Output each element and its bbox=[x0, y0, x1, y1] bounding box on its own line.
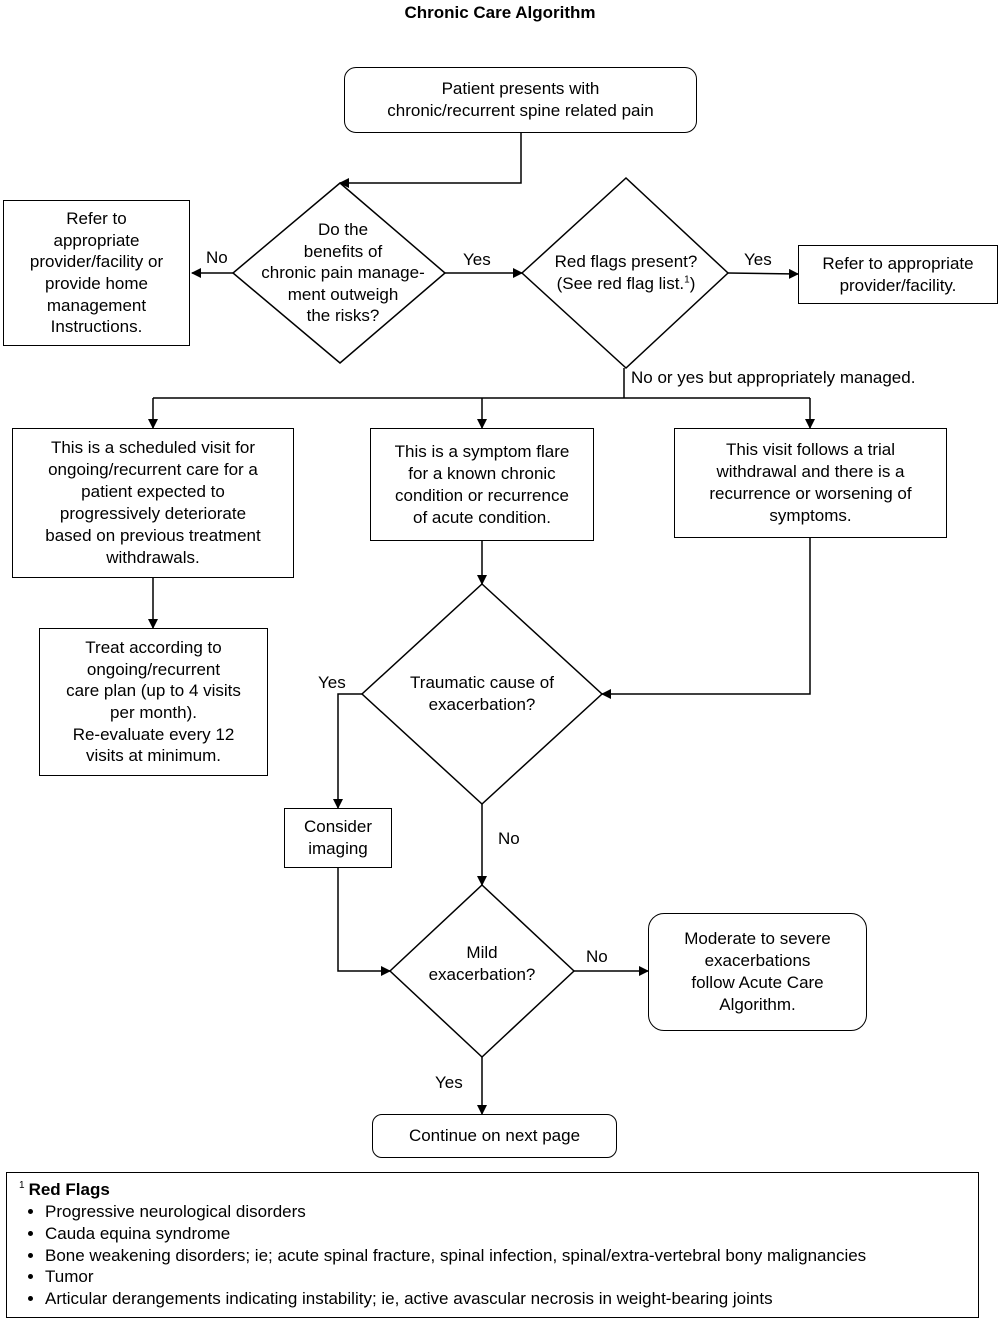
node-traumatic-text: Traumatic cause of exacerbation? bbox=[410, 673, 554, 714]
label-red-yes: Yes bbox=[744, 250, 772, 269]
node-start: Patient presents with chronic/recurrent … bbox=[344, 67, 697, 133]
node-mild: Mild exacerbation? bbox=[412, 940, 552, 988]
legend-item: Tumor bbox=[45, 1266, 966, 1288]
edge-imaging-mild bbox=[337, 868, 391, 976]
node-scheduled-visit-text: This is a scheduled visit for ongoing/re… bbox=[45, 438, 261, 567]
label-mild-yes: Yes bbox=[435, 1073, 463, 1092]
node-refer-provider-text: Refer to appropriate provider/facility. bbox=[822, 253, 974, 295]
node-start-text: Patient presents with chronic/recurrent … bbox=[387, 79, 654, 120]
node-scheduled-visit: This is a scheduled visit for ongoing/re… bbox=[12, 428, 294, 578]
node-continue: Continue on next page bbox=[372, 1114, 617, 1158]
node-refer-home-text: Refer to appropriate provider/facility o… bbox=[29, 209, 164, 337]
node-moderate-severe: Moderate to severe exacerbations follow … bbox=[648, 913, 867, 1031]
edge-red-yes bbox=[727, 268, 799, 279]
node-continue-text: Continue on next page bbox=[408, 1126, 581, 1145]
label-traumatic-no: No bbox=[498, 829, 520, 848]
label-mild-no: No bbox=[586, 947, 608, 966]
edge-traumatic-yes bbox=[333, 693, 362, 809]
node-refer-provider: Refer to appropriate provider/facility. bbox=[798, 245, 998, 304]
label-red-no: No or yes but appropriately managed. bbox=[631, 368, 916, 387]
diamond-benefits bbox=[231, 182, 447, 364]
edge-start-benefits bbox=[339, 133, 522, 188]
node-trial-withdrawal: This visit follows a trial withdrawal an… bbox=[674, 428, 947, 538]
legend-footnote-mark: 1 bbox=[19, 1180, 25, 1192]
label-benefits-yes: Yes bbox=[463, 250, 491, 269]
node-treat: Treat according to ongoing/recurrent car… bbox=[39, 628, 268, 776]
legend-title-text: Red Flags bbox=[28, 1180, 110, 1199]
node-trial-withdrawal-text: This visit follows a trial withdrawal an… bbox=[709, 440, 912, 525]
legend-item: Cauda equina syndrome bbox=[45, 1223, 966, 1245]
label-traumatic-yes: Yes bbox=[318, 673, 346, 692]
legend-item: Bone weakening disorders; ie; acute spin… bbox=[45, 1245, 966, 1267]
legend-item: Progressive neurological disorders bbox=[45, 1201, 966, 1223]
node-treat-text: Treat according to ongoing/recurrent car… bbox=[66, 638, 241, 766]
node-red-flags-close: ) bbox=[689, 274, 696, 293]
node-mild-text: Mild exacerbation? bbox=[428, 943, 536, 984]
page-title: Chronic Care Algorithm bbox=[404, 3, 596, 22]
node-symptom-flare: This is a symptom flare for a known chro… bbox=[370, 428, 594, 541]
node-red-flags: Red flags present? (See red flag list.1) bbox=[536, 248, 716, 298]
legend-item: Articular derangements indicating instab… bbox=[45, 1288, 966, 1310]
node-consider-imaging-text: Consider imaging bbox=[303, 817, 373, 858]
edge-trial-traumatic bbox=[601, 538, 811, 699]
node-benefits-text: Do the benefits of chronic pain manage- … bbox=[261, 220, 425, 326]
node-consider-imaging: Consider imaging bbox=[284, 808, 392, 868]
label-benefits-no: No bbox=[206, 248, 228, 267]
node-red-flags-text: Red flags present? (See red flag list. bbox=[554, 252, 698, 293]
diamond-red-flags bbox=[520, 176, 730, 370]
red-flags-footnote-ref: 1 bbox=[684, 274, 690, 286]
node-symptom-flare-text: This is a symptom flare for a known chro… bbox=[394, 441, 570, 527]
legend-list: Progressive neurological disorders Cauda… bbox=[19, 1201, 966, 1310]
node-benefits: Do the benefits of chronic pain manage- … bbox=[243, 213, 443, 333]
node-moderate-severe-text: Moderate to severe exacerbations follow … bbox=[684, 929, 831, 1014]
node-traumatic: Traumatic cause of exacerbation? bbox=[382, 670, 582, 718]
node-refer-home: Refer to appropriate provider/facility o… bbox=[3, 200, 190, 346]
